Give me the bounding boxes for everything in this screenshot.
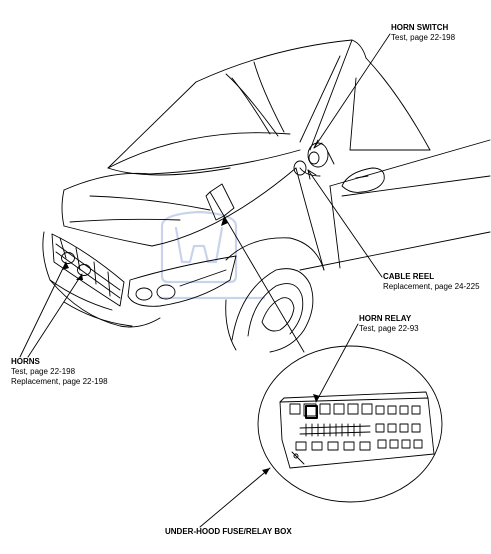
leader-lines [19,33,391,528]
fusebox-inset [257,345,443,503]
horn-units [61,252,91,276]
cable-reel-replacement-ref: Replacement, page 24-225 [383,282,480,291]
horn-relay-test-ref: Test, page 22-93 [359,324,419,333]
horn-switch-test-ref: Test, page 22-198 [391,33,456,42]
horns-replacement-ref: Replacement, page 22-198 [11,377,108,386]
fusebox-title: UNDER-HOOD FUSE/RELAY BOX [165,527,292,536]
fusebox-on-car [205,183,235,221]
arrowheads [62,216,320,475]
horns-title: HORNS [11,357,40,366]
horn-switch-title: HORN SWITCH [391,23,449,32]
horn-relay-highlight [305,405,318,419]
cable-reel-callout: CABLE REEL Replacement, page 24-225 [383,272,480,292]
car-body-outline [42,39,491,353]
fusebox-callout: UNDER-HOOD FUSE/RELAY BOX [165,527,292,537]
horn-relay-callout: HORN RELAY Test, page 22-93 [359,314,419,334]
horn-switch-callout: HORN SWITCH Test, page 22-198 [391,23,455,43]
cable-reel-title: CABLE REEL [383,272,435,281]
horns-callout: HORNS Test, page 22-198 Replacement, pag… [11,357,108,387]
horns-test-ref: Test, page 22-198 [11,367,76,376]
horn-relay-title: HORN RELAY [359,314,412,323]
horn-switch-assembly [293,142,335,177]
